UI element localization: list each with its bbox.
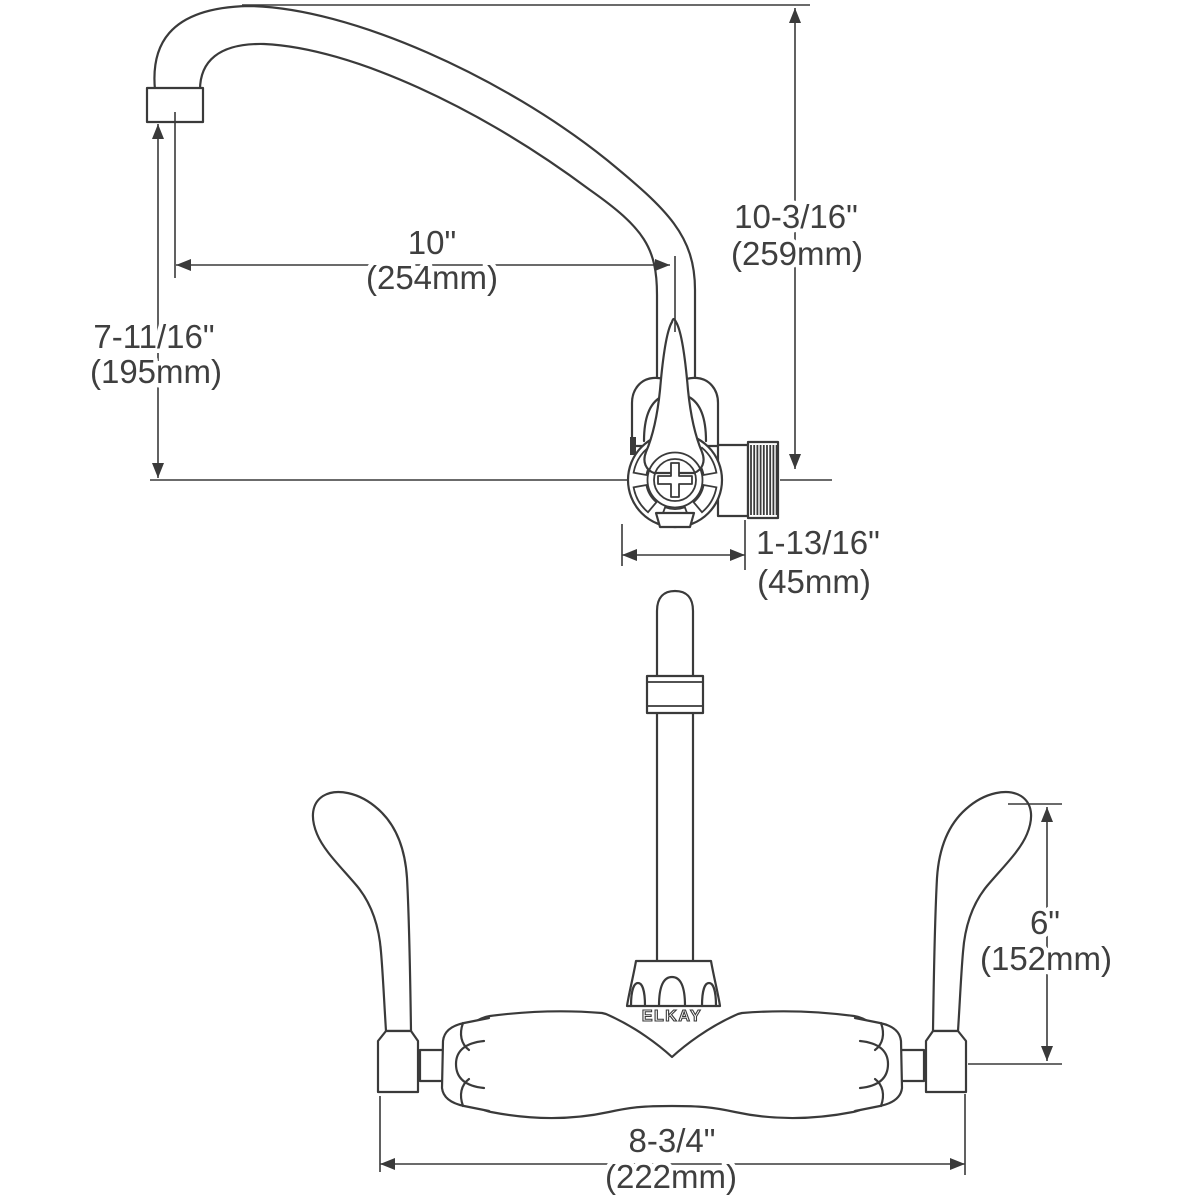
arrowhead-top: [1041, 807, 1053, 822]
arrowhead-top: [152, 124, 164, 139]
dim-spout-reach: 10" (254mm): [174, 112, 676, 332]
valve-bottom-tab: [654, 511, 696, 529]
arrowhead-right: [730, 549, 745, 561]
arrowhead-top: [789, 8, 801, 23]
dim-spout-height: 10-3/16" (259mm): [242, 4, 868, 481]
mounting-lug: [440, 1016, 491, 1113]
elkay-logo: ELKAY: [642, 1008, 702, 1025]
dim-label-in: 10": [408, 224, 456, 261]
ext-line: [379, 1094, 966, 1175]
dim-label-mm: (259mm): [731, 235, 863, 272]
arrowhead-left: [380, 1158, 395, 1170]
spout-collar-lips: [647, 681, 703, 707]
dim-label-mm: (195mm): [90, 353, 222, 390]
faucet-body: [461, 1010, 883, 1120]
dim-label-in: 7-11/16": [93, 318, 214, 355]
set-screw-notch: [630, 437, 636, 455]
spout-inner-edge: [198, 42, 659, 400]
dim-label-mm: (254mm): [366, 259, 498, 296]
arrowhead-bottom: [152, 463, 164, 478]
side-elevation-view: [145, 4, 780, 529]
dim-label-in: 6": [1030, 904, 1060, 941]
wristblade-handle: [311, 790, 413, 1033]
escutcheon-cone: [625, 959, 722, 1008]
front-spout-tube: [655, 589, 695, 964]
screw-ring-outer: [646, 451, 704, 509]
dim-label-mm: (152mm): [980, 940, 1112, 977]
ext-line: [174, 112, 676, 332]
arrowhead-left: [622, 549, 637, 561]
dim-label-in: 8-3/4": [629, 1122, 716, 1159]
dim-label-in: 10-3/16": [734, 198, 858, 235]
dim-label-mm: (45mm): [757, 563, 871, 600]
handle-base: [376, 1029, 420, 1094]
valve-slot: [632, 483, 658, 514]
arrowhead-left: [176, 259, 191, 271]
arrowhead-right: [950, 1158, 965, 1170]
ext-line: [968, 803, 1062, 1065]
dimension-annotations: 10" (254mm) 10-3/16" (259mm) 7-11/16" (1…: [85, 4, 1117, 1200]
arrowhead-bottom: [1041, 1046, 1053, 1061]
handle-assembly-left: [311, 790, 491, 1113]
dim-handle-height: 6" (152mm): [968, 803, 1117, 1065]
mounting-lug-fill: [442, 1018, 489, 1111]
ext-line: [242, 4, 832, 481]
dim-outlet-height: 7-11/16" (195mm): [85, 124, 227, 478]
dim-label-mm: (222mm): [605, 1158, 737, 1195]
valve-slot: [692, 483, 718, 514]
supply-nipple-threads: [750, 445, 778, 515]
mounting-lug-detail: [454, 1021, 486, 1108]
dim-valve-body-width: 1-13/16" (45mm): [621, 520, 884, 605]
dim-overall-width: 8-3/4" (222mm): [379, 1094, 966, 1200]
arrowhead-right: [655, 259, 670, 271]
valve-bonnet-arc-right: [687, 395, 708, 443]
ext-line: [621, 520, 746, 570]
arrowhead-bottom: [789, 454, 801, 469]
front-elevation-view: ELKAY: [311, 589, 1033, 1120]
lever-handle-side: [643, 317, 705, 475]
screw-ring-inner: [653, 458, 697, 502]
dim-label-in: 1-13/16": [756, 524, 880, 561]
escutcheon-arches: [629, 975, 718, 1008]
spout-outer-edge: [153, 4, 697, 400]
supply-stub: [418, 1048, 446, 1083]
phillips-screw-icon: [657, 462, 693, 498]
